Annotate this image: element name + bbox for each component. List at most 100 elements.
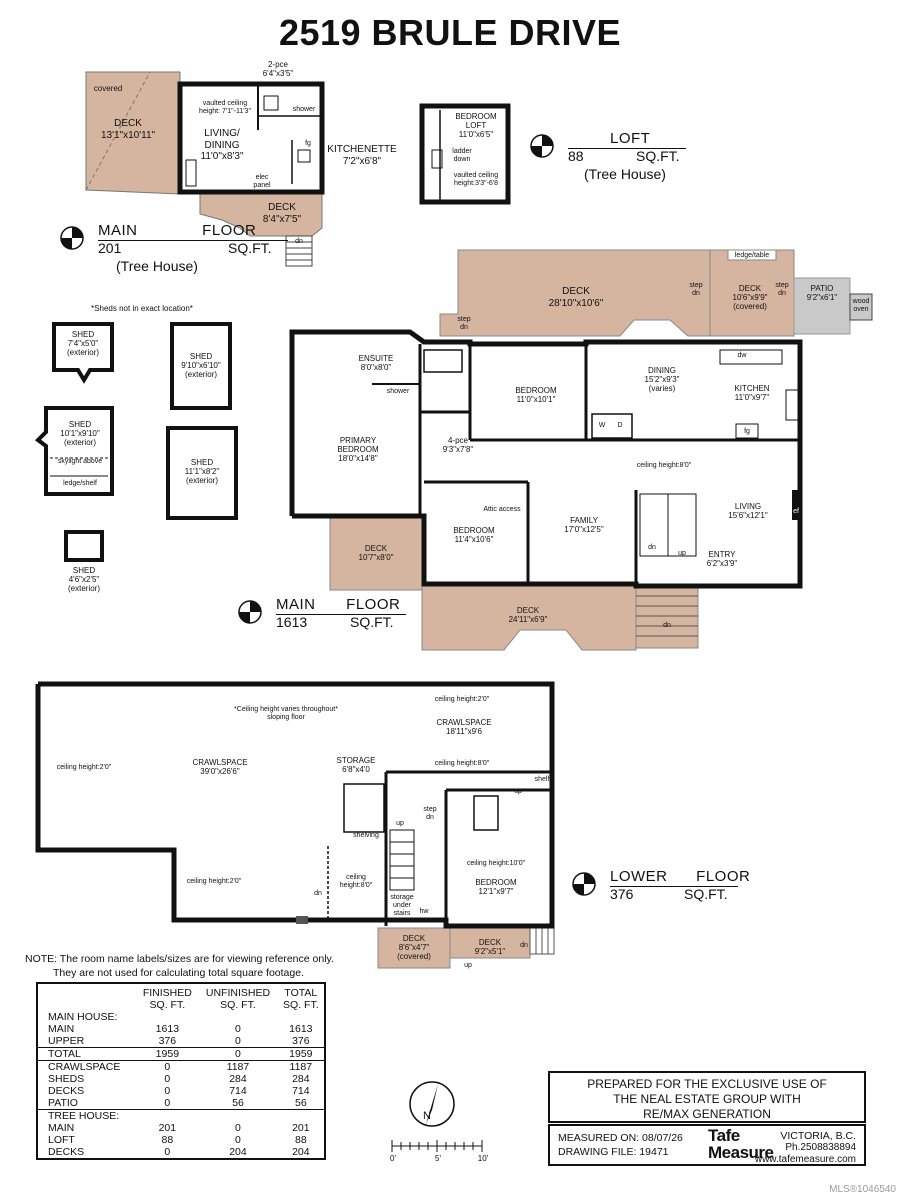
side-deck — [329, 515, 423, 591]
room-label: fg — [305, 140, 311, 147]
north-arrow — [409, 1081, 455, 1127]
sheds — [34, 322, 238, 562]
stairs-label: up — [464, 962, 472, 969]
room-note: ceiling height:8'0" — [636, 462, 692, 469]
stairs-label: dn — [663, 622, 671, 629]
room-label: hw — [419, 908, 429, 915]
floor-subtitle: (Tree House) — [584, 166, 666, 182]
room-note: *Ceiling height varies throughout*slopin… — [234, 706, 338, 722]
floor-sqft-unit: SQ.FT. — [350, 614, 394, 630]
main-outer-walls — [289, 329, 803, 589]
room-label: dw — [737, 352, 747, 359]
tree-stairs — [285, 235, 313, 267]
compass-icon — [238, 600, 262, 624]
stairs-label: dn — [314, 890, 322, 897]
room-note: ceiling height:2'0" — [434, 696, 490, 703]
room-note: ceiling height:8'0" — [434, 760, 490, 767]
room-label: covered — [93, 84, 123, 93]
stairs-label: dn — [295, 238, 303, 245]
mls-number: MLS®1046540 — [829, 1184, 896, 1195]
floor-sqft: 88 — [568, 148, 584, 164]
stairs-label: dn — [648, 544, 656, 551]
north-label: N — [423, 1110, 431, 1122]
main-floor-plan — [289, 249, 873, 651]
lower-floor-plan — [35, 681, 555, 969]
website-text: www.tafemeasure.com — [754, 1154, 856, 1165]
file-label: DRAWING FILE: — [558, 1146, 637, 1158]
measured-box: MEASURED ON: 08/07/26 DRAWING FILE: 1947… — [548, 1124, 866, 1166]
tree-deck-lower — [199, 191, 323, 237]
compass-icon — [60, 226, 84, 250]
room-label: fg — [744, 428, 750, 435]
floor-sqft-unit: SQ.FT. — [228, 240, 272, 256]
compass-icon — [530, 134, 554, 158]
tree-house-main-plan — [85, 71, 325, 267]
floor-name: MAIN FLOOR — [276, 596, 401, 613]
room-label: D — [617, 422, 623, 429]
lower-deck-covered — [377, 927, 451, 969]
floor-sqft: 1613 — [276, 614, 308, 630]
disclaimer-note: NOTE: The room name labels/sizes are for… — [25, 953, 334, 980]
scale-label: 10' — [477, 1154, 489, 1163]
room-note: Attic access — [483, 506, 521, 513]
stairs-label: up — [678, 550, 686, 557]
tree-house-walls — [177, 81, 325, 195]
scale-label: 0' — [390, 1154, 396, 1163]
table-header — [37, 983, 136, 1011]
floor-sqft: 376 — [610, 886, 634, 902]
sheds-note: *Sheds not in exact location* — [91, 304, 193, 313]
room-note: ceiling height:10'0" — [466, 860, 526, 867]
floor-sqft: 201 — [98, 240, 122, 256]
prepared-for-box: PREPARED FOR THE EXCLUSIVE USE OF THE NE… — [548, 1071, 866, 1123]
scale-label: 5' — [435, 1154, 441, 1163]
